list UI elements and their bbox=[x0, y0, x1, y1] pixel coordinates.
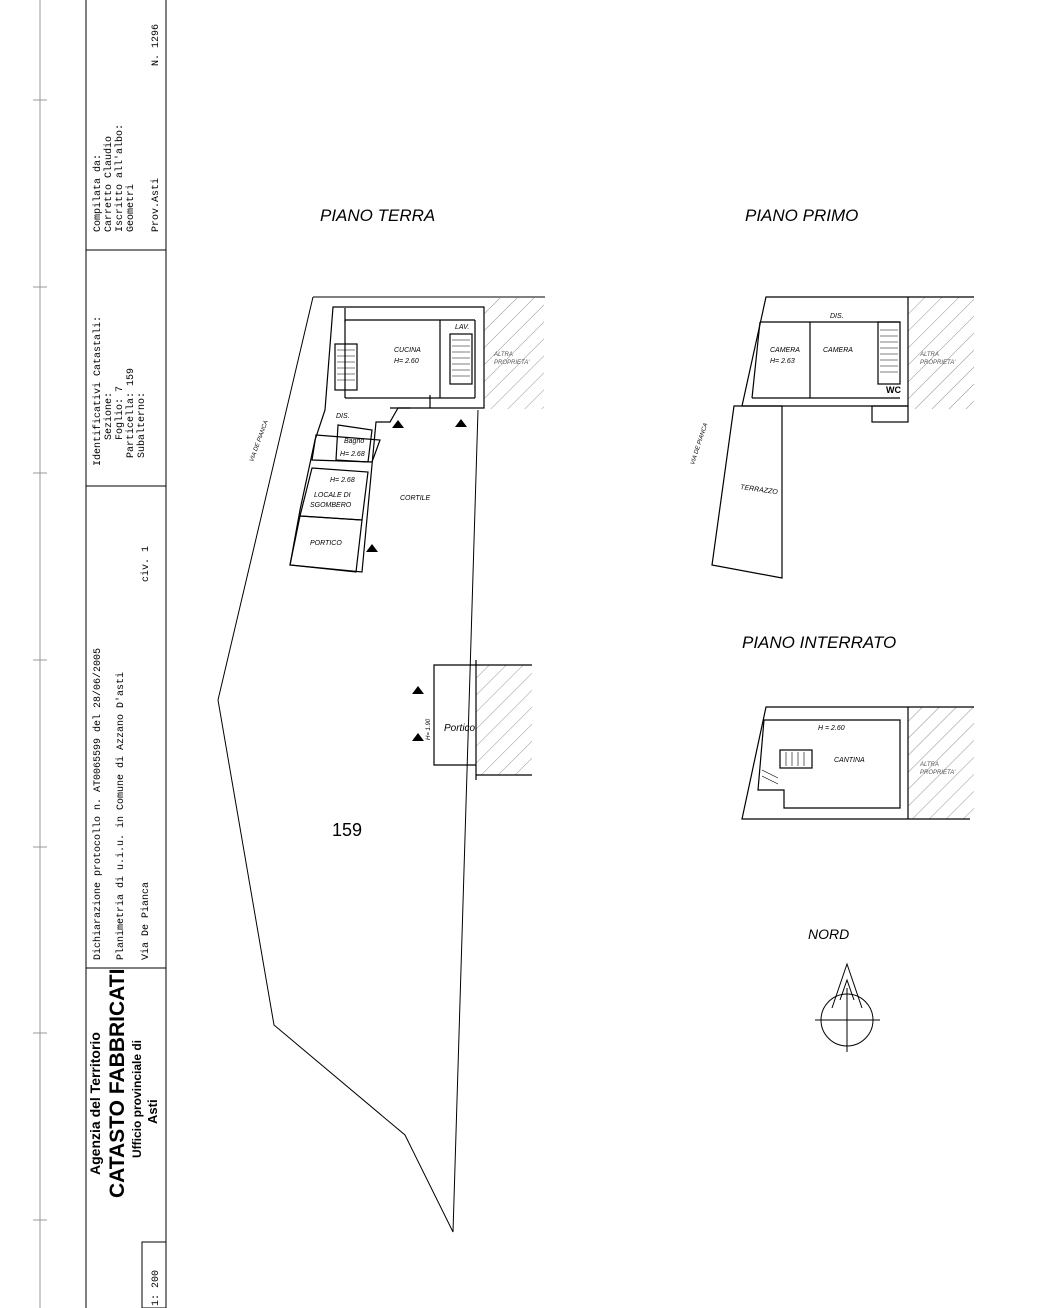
floor-titles: PIANO TERRA PIANO PRIMO PIANO INTERRATO bbox=[320, 206, 896, 652]
particella-number: 159 bbox=[332, 820, 362, 840]
cucina-height: H= 2.60 bbox=[394, 358, 419, 365]
cantina-label: CANTINA bbox=[834, 757, 865, 764]
rooms-terra: CUCINA H= 2.60 LAV. DIS. Bagno H= 2.68 H… bbox=[310, 324, 469, 547]
altra-proprieta-terra: ALTRA PROPRIETA' bbox=[493, 352, 530, 366]
civic-number: civ. 1 bbox=[140, 546, 152, 582]
office-city: Asti bbox=[145, 1099, 160, 1124]
agency-name: Agenzia del Territorio bbox=[87, 1032, 103, 1175]
dis-primo-label: DIS. bbox=[830, 313, 844, 320]
sgombero-height: H= 2.68 bbox=[330, 477, 355, 484]
wc-label: WC bbox=[886, 385, 901, 395]
catasto-fabbricati: CATASTO FABBRICATI bbox=[106, 969, 129, 1198]
via-de-pianca-primo: VIA DE PIANCA bbox=[690, 422, 709, 465]
stairs-interrato bbox=[761, 752, 805, 785]
building-piano-interrato bbox=[741, 706, 974, 820]
piano-interrato-title: PIANO INTERRATO bbox=[742, 633, 896, 652]
via-de-pianca-terra: VIA DE PIANCA bbox=[249, 420, 270, 463]
camera-1-label: CAMERA bbox=[770, 347, 800, 354]
planimetria-line: Planimetria di u.i.u. in Comune di Azzan… bbox=[115, 672, 127, 960]
sheet-margin bbox=[33, 0, 47, 1308]
north-arrow-icon bbox=[815, 962, 880, 1052]
agency-block: Agenzia del Territorio CATASTO FABBRICAT… bbox=[87, 969, 160, 1198]
identificativi-heading: Identificativi Catastali: bbox=[92, 316, 104, 466]
svg-text:PROPRIETA': PROPRIETA' bbox=[920, 360, 956, 366]
compilata-heading: Compilata da: bbox=[92, 154, 104, 232]
altra-proprieta-hatch-terra bbox=[484, 297, 544, 409]
portico-label: Portico bbox=[444, 723, 476, 734]
author-name: Carretto Claudio bbox=[103, 136, 115, 232]
altra-proprieta-interrato: ALTRA PROPRIETA' bbox=[919, 762, 956, 776]
rooms-interrato: H = 2.60 CANTINA bbox=[818, 725, 865, 764]
foglio-field: Foglio: 7 bbox=[114, 386, 126, 440]
particella-field: Particella: 159 bbox=[125, 368, 137, 458]
svg-text:ALTRA: ALTRA bbox=[919, 762, 939, 768]
sgombero-label-1: LOCALE DI bbox=[314, 492, 351, 499]
entrance-arrows bbox=[366, 419, 467, 741]
building-piano-terra bbox=[289, 306, 485, 573]
sgombero-label-2: SGOMBERO bbox=[310, 502, 352, 509]
subalterno-field: Subalterno: bbox=[136, 392, 148, 458]
svg-text:PROPRIETA': PROPRIETA' bbox=[494, 360, 530, 366]
terrazzo-label: TERRAZZO bbox=[740, 484, 779, 496]
piano-terra-title: PIANO TERRA bbox=[320, 206, 435, 225]
altra-proprieta-hatch-portico bbox=[476, 665, 532, 775]
albo-heading: Iscritto all'albo: bbox=[114, 124, 126, 232]
camera-1-height: H= 2.63 bbox=[770, 358, 795, 365]
portico-height: H= 1.90 bbox=[426, 718, 432, 740]
altra-proprieta-primo: ALTRA PROPRIETA' bbox=[919, 352, 956, 366]
altra-proprieta-hatch-interrato bbox=[908, 707, 974, 819]
albo-type: Geometri bbox=[125, 184, 137, 232]
sezione-field: Sezione: bbox=[103, 392, 115, 440]
bagno-label: Bagno bbox=[344, 438, 364, 445]
building-piano-primo bbox=[711, 296, 974, 579]
stairs-terra bbox=[337, 339, 470, 381]
address-line: Via De Pianca bbox=[140, 882, 152, 960]
camera-2-label: CAMERA bbox=[823, 347, 853, 354]
lav-label: LAV. bbox=[455, 324, 469, 331]
piano-primo-title: PIANO PRIMO bbox=[745, 206, 858, 225]
portico-upper-label: PORTICO bbox=[310, 540, 342, 547]
svg-text:PROPRIETA': PROPRIETA' bbox=[920, 770, 956, 776]
protocol-line: Dichiarazione protocollo n. AT0065599 de… bbox=[92, 648, 104, 960]
cantina-height: H = 2.60 bbox=[818, 725, 845, 732]
stairs-primo bbox=[880, 329, 898, 373]
ufficio-label: Ufficio provinciale di bbox=[130, 1040, 144, 1158]
title-block bbox=[85, 0, 167, 1308]
svg-text:ALTRA: ALTRA bbox=[493, 352, 513, 358]
scale-label: 1: 200 bbox=[151, 1270, 162, 1306]
albo-province: Prov.Asti bbox=[150, 178, 162, 232]
portico-structure bbox=[433, 660, 532, 780]
dis-label: DIS. bbox=[336, 413, 350, 420]
altra-proprieta-hatch-primo bbox=[908, 297, 974, 409]
cortile-label: CORTILE bbox=[400, 495, 431, 502]
cucina-label: CUCINA bbox=[394, 347, 421, 354]
svg-text:ALTRA: ALTRA bbox=[919, 352, 939, 358]
title-block-text: Dichiarazione protocollo n. AT0065599 de… bbox=[92, 24, 162, 1306]
bagno-height: H= 2.68 bbox=[340, 451, 365, 458]
nord-label: NORD bbox=[808, 926, 849, 942]
albo-number: N. 1296 bbox=[151, 24, 162, 66]
